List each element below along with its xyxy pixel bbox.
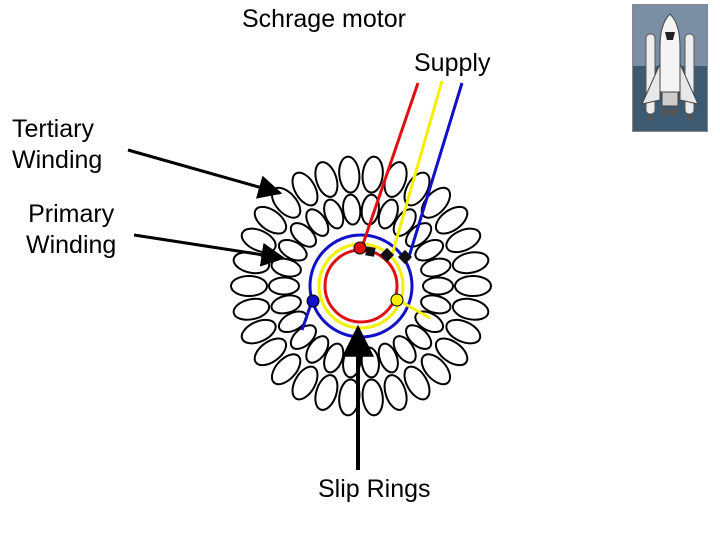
tertiary-coil-loop: [270, 186, 302, 219]
primary-coil-loop: [360, 346, 380, 379]
tertiary-winding-arrow: [127, 148, 283, 199]
diagram-title: Schrage motor: [242, 5, 406, 33]
yellow-supply-lead: [390, 80, 444, 256]
primary-coil-loop: [405, 324, 433, 350]
supply-label: Supply: [414, 49, 491, 77]
primary-label-line2: Winding: [26, 231, 117, 259]
primary-coil-loop: [342, 193, 362, 226]
primary-coil-loop: [377, 198, 399, 230]
slip-rings-label: Slip Rings: [318, 475, 431, 503]
primary-coil-loop: [414, 310, 445, 334]
primary-coil-loop: [392, 208, 417, 237]
primary-coil-loop: [270, 294, 302, 315]
tertiary-coil-loop: [445, 227, 482, 254]
primary-coil-loop: [289, 324, 317, 350]
yellow-brush: [390, 293, 404, 307]
slip-ring-contact-1: [365, 246, 376, 257]
primary-coil-loop: [405, 222, 433, 248]
primary-label-line1: Primary: [28, 200, 115, 228]
tertiary-coil-loop: [230, 275, 268, 297]
blue-supply-lead: [406, 82, 464, 261]
tertiary-coil-loop: [361, 378, 384, 417]
primary-coil-loop: [392, 335, 417, 364]
primary-coil-loop: [305, 335, 330, 364]
primary-coil-loop: [323, 198, 345, 230]
tertiary-coil-loop: [291, 365, 319, 401]
primary-coil-loop: [377, 342, 399, 374]
tertiary-coil-loop: [445, 318, 482, 345]
tertiary-coil-loop: [314, 374, 339, 411]
tertiary-coil-loop: [434, 337, 469, 367]
tertiary-coil-loop: [434, 205, 469, 235]
primary-coil-loop: [414, 238, 445, 262]
slip-ring-contact-3: [397, 249, 413, 265]
tertiary-coil-loop: [454, 275, 492, 297]
space-shuttle-icon: [632, 4, 708, 132]
tertiary-coil-loop: [361, 155, 384, 194]
tertiary-label-line2: Winding: [12, 146, 103, 174]
blue-brush: [306, 294, 320, 308]
red-brush: [353, 241, 367, 255]
primary-coil-loop: [420, 257, 452, 278]
tertiary-coil-loop: [253, 337, 288, 367]
primary-coil-loop: [277, 238, 308, 262]
tertiary-coil-loop: [383, 374, 408, 411]
primary-winding-label: Primary Winding: [26, 199, 116, 261]
tertiary-coil-loop: [253, 205, 288, 235]
primary-coil-loop: [268, 276, 300, 296]
tertiary-coil-loop: [270, 353, 302, 386]
tertiary-coil-loop: [338, 155, 361, 194]
tertiary-coil-loop: [291, 171, 319, 207]
tertiary-coil-loop: [314, 161, 339, 198]
primary-coil-loop: [420, 294, 452, 315]
primary-winding-arrow: [133, 233, 286, 267]
tertiary-coil-loop: [420, 353, 452, 386]
primary-winding-coils: [268, 193, 454, 379]
primary-coil-loop: [270, 257, 302, 278]
tertiary-label-line1: Tertiary: [12, 115, 94, 143]
red-supply-lead: [360, 82, 420, 248]
tertiary-coil-loop: [451, 297, 490, 321]
yellow-brush-lead: [397, 298, 431, 320]
tertiary-coil-loop: [240, 318, 277, 345]
tertiary-coil-loop: [451, 251, 490, 275]
slip-ring-contact-2: [379, 247, 395, 263]
tertiary-coil-loop: [403, 365, 431, 401]
primary-coil-loop: [323, 342, 345, 374]
tertiary-coil-loop: [232, 297, 271, 321]
primary-coil-loop: [422, 276, 454, 296]
tertiary-winding-label: Tertiary Winding: [12, 114, 102, 176]
primary-coil-loop: [305, 208, 330, 237]
primary-coil-loop: [289, 222, 317, 248]
